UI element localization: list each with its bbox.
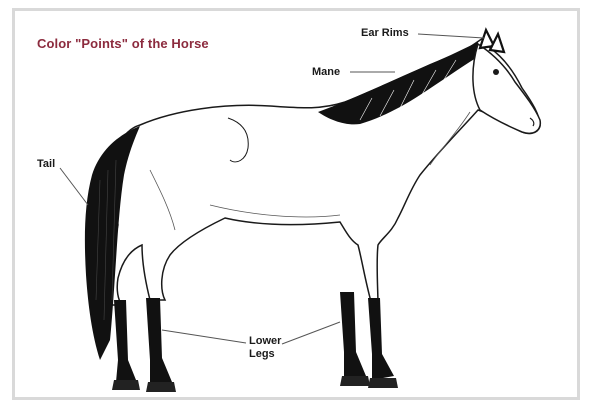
horse-head [473,44,540,133]
label-ear-rims: Ear Rims [361,27,409,40]
hoof-2 [146,382,176,392]
fore-leg-right [368,298,394,380]
hoof-3 [340,376,370,386]
hind-leg-left [114,300,136,382]
label-mane: Mane [312,66,340,79]
legs-leader-right [282,322,340,344]
tail-leader [60,168,88,205]
label-lower-legs: Lower Legs [249,335,281,361]
hind-leg-right [146,298,172,384]
fore-leg-left [340,292,366,378]
label-lower-legs-line2: Legs [249,348,281,361]
ear-rims-leader [418,34,484,38]
hoof-4 [368,378,398,388]
label-tail: Tail [37,158,55,171]
label-lower-legs-line1: Lower [249,335,281,348]
horse-eye [493,69,499,75]
hoof-1 [112,380,140,390]
legs-leader-left [162,330,246,343]
